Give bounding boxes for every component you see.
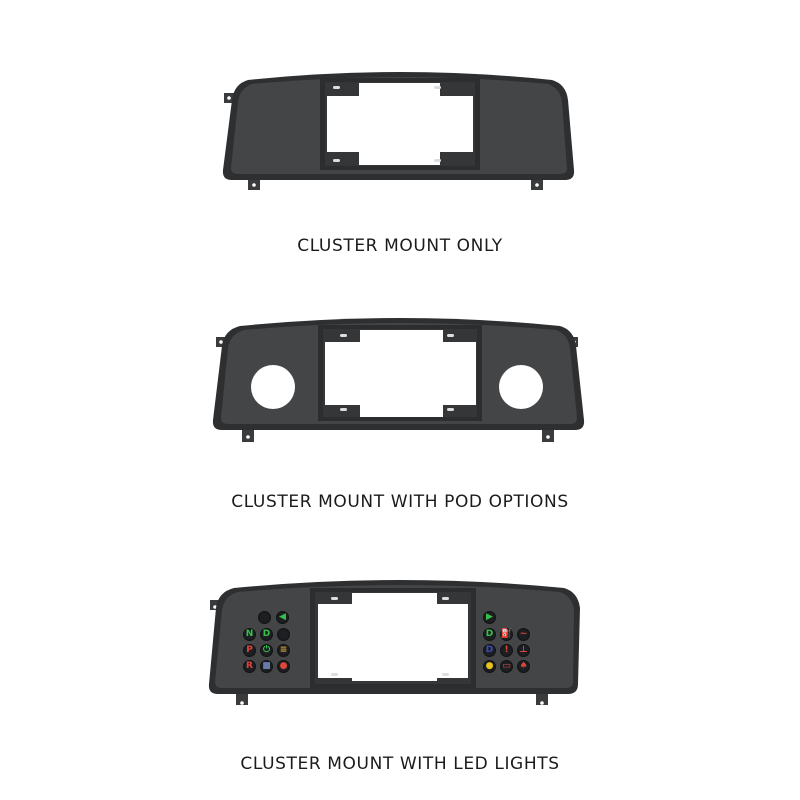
panel-caption: CLUSTER MOUNT ONLY [297, 236, 503, 256]
brake-warning-icon: ! [500, 644, 513, 657]
fuel-icon: ⛽ [500, 628, 513, 641]
warning-icon: ● [277, 660, 290, 673]
right-turn-arrow-icon: ▶ [483, 611, 496, 624]
cluster-mount-pods-panel [0, 310, 800, 460]
cluster-bezel-leds-image [208, 580, 580, 705]
coolant-temp-icon: ⊥ [517, 644, 530, 657]
battery-icon: ▭ [500, 660, 513, 673]
gear-drive-icon: D [260, 628, 273, 641]
headlight-icon: D [483, 628, 496, 641]
led-blank [258, 611, 271, 624]
gear-reverse-icon: R [243, 660, 256, 673]
gear-neutral-icon: N [243, 628, 256, 641]
left-turn-arrow-icon: ◀ [276, 611, 289, 624]
gear-park-icon: P [243, 644, 256, 657]
cluster-mount-only-panel [0, 60, 800, 210]
cluster-bezel-pods-image [212, 318, 585, 442]
screen-icon: ■ [260, 660, 273, 673]
brake-icon: ≡ [277, 644, 290, 657]
check-engine-icon: ● [483, 660, 496, 673]
power-icon: ⏻ [260, 644, 273, 657]
led-blank [277, 628, 290, 641]
cluster-bezel-image [222, 72, 575, 190]
panel-caption: CLUSTER MOUNT WITH POD OPTIONS [231, 492, 569, 512]
high-beam-icon: D [483, 644, 496, 657]
seatbelt-icon: ♠ [517, 660, 530, 673]
panel-caption: CLUSTER MOUNT WITH LED LIGHTS [240, 754, 560, 774]
oil-pressure-icon: ~ [517, 628, 530, 641]
